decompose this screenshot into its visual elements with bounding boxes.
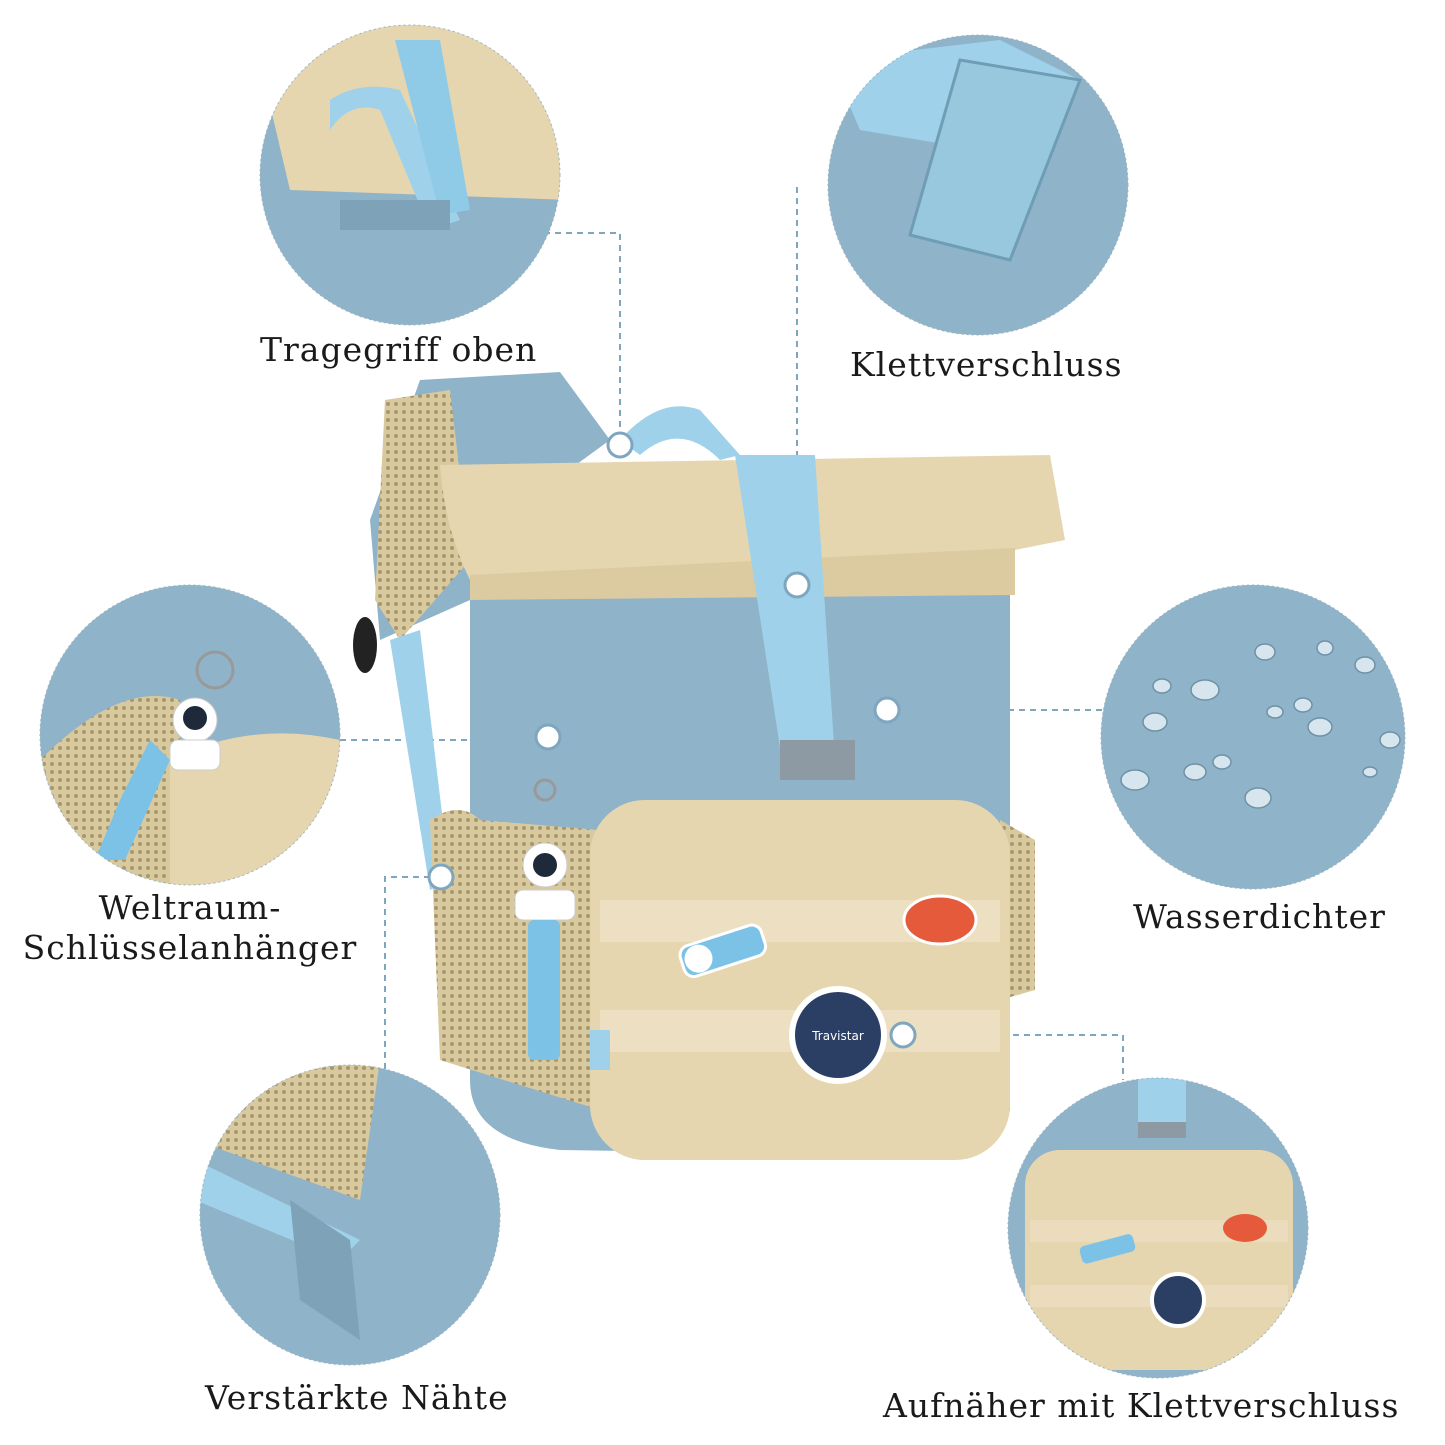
- detail-circle-velcro: [828, 35, 1128, 335]
- label-waterproof: Wasserdichter: [1133, 897, 1386, 936]
- detail-circle-patches: [1008, 1078, 1308, 1378]
- label-patches: Aufnäher mit Klettverschluss: [883, 1386, 1400, 1425]
- label-keychain-line2: Schlüsselanhänger: [22, 928, 358, 967]
- detail-circle-keychain: [40, 585, 340, 885]
- backpack-main-image: Travistar: [353, 372, 1065, 1160]
- hotspot-handle: [606, 431, 634, 459]
- detail-circle-handle: [260, 25, 560, 325]
- badge-travistar-1: [678, 923, 768, 979]
- hotspot-waterproof: [873, 696, 901, 724]
- badge-text: Travistar: [811, 1029, 864, 1043]
- label-seams: Verstärkte Nähte: [205, 1378, 509, 1417]
- hotspot-patches: [889, 1021, 917, 1049]
- detail-circle-waterproof: [1101, 585, 1405, 889]
- hotspot-velcro: [783, 571, 811, 599]
- detail-circle-seams: [200, 1065, 500, 1365]
- label-handle: Tragegriff oben: [260, 330, 538, 369]
- callout-dots: [427, 431, 917, 1049]
- label-velcro: Klettverschluss: [850, 345, 1123, 384]
- hotspot-seams: [427, 863, 455, 891]
- hotspot-keychain: [534, 723, 562, 751]
- label-keychain-line1: Weltraum-: [98, 888, 282, 927]
